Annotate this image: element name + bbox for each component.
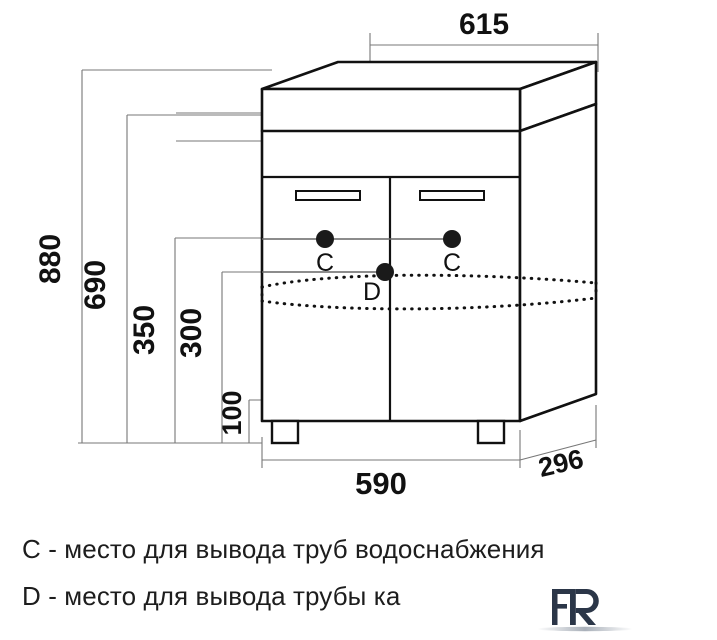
marker-dot-c-right <box>443 230 461 248</box>
plinth-perspective <box>519 392 597 423</box>
cabinet-outline <box>260 60 598 423</box>
marker-leader-lines <box>262 238 455 273</box>
brand-logo <box>530 583 640 635</box>
legend-sewage-pipe: D - место для вывода трубы ка <box>22 581 401 611</box>
pipe-outlet-markers <box>316 230 461 281</box>
dimension-label-590: 590 <box>355 466 407 501</box>
foot-right <box>476 419 506 445</box>
fr-monogram-icon <box>537 589 633 632</box>
handle-left-door <box>295 190 361 201</box>
marker-dot-c-left <box>316 230 334 248</box>
siphon-dotted-outline <box>260 273 598 311</box>
dimension-label-100: 100 <box>217 390 247 435</box>
marker-letter-labels: C C D <box>316 249 461 306</box>
cabinet-feet <box>270 419 506 445</box>
dimension-labels: 615 880 690 350 300 100 590 296 <box>34 8 586 501</box>
dimension-label-690: 690 <box>79 260 112 310</box>
marker-label-c-left: C <box>316 249 334 277</box>
dimension-label-296: 296 <box>536 444 587 483</box>
cabinet-right-side <box>518 102 598 423</box>
dimension-label-615: 615 <box>459 8 509 41</box>
dimension-label-300: 300 <box>175 308 208 358</box>
door-handles <box>295 190 485 201</box>
marker-label-d-center: D <box>363 278 381 306</box>
dimension-label-880: 880 <box>34 234 67 284</box>
dimension-label-350: 350 <box>128 305 161 355</box>
marker-label-c-right: C <box>443 249 461 277</box>
legend-water-supply: C - место для вывода труб водоснабжения <box>22 534 545 564</box>
foot-left <box>270 419 300 445</box>
dimension-witness-lines <box>78 33 599 468</box>
marker-dot-d-center <box>376 263 394 281</box>
handle-right-door <box>419 190 485 201</box>
cabinet-doors <box>262 175 520 421</box>
